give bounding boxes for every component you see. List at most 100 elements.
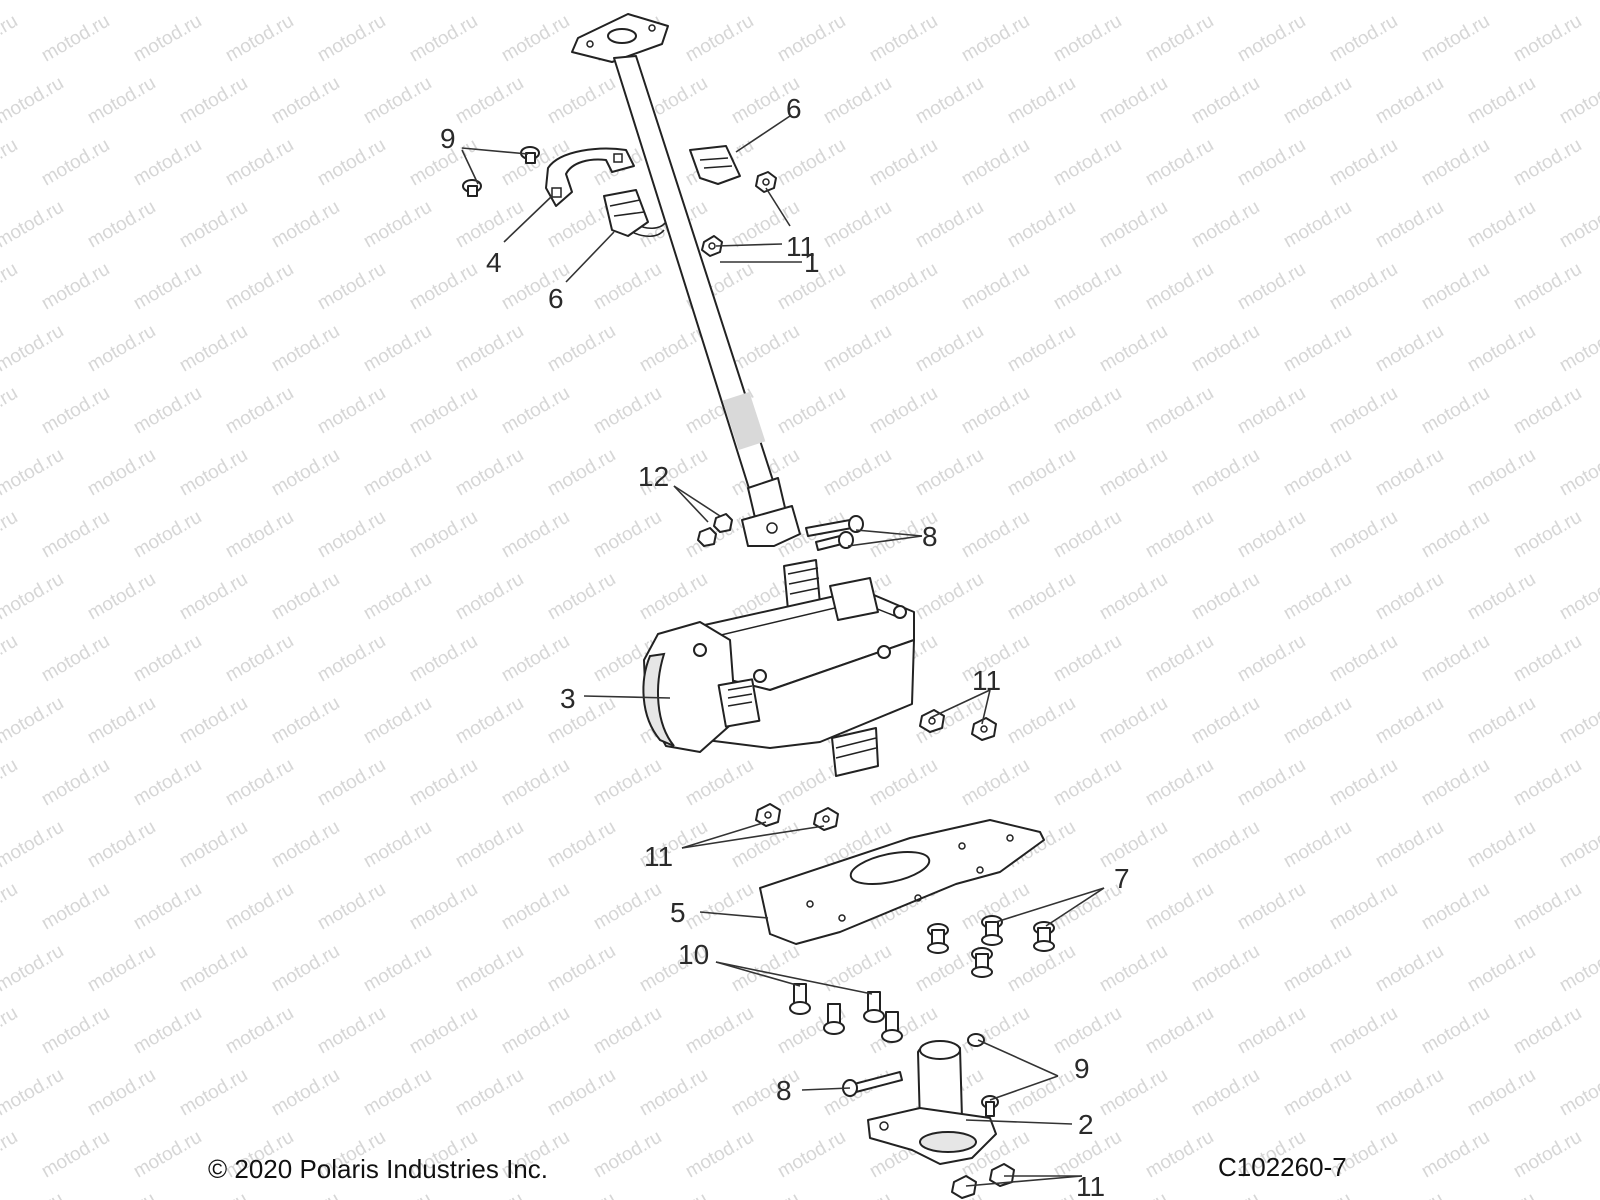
watermark-text: motod.ru [84, 693, 159, 749]
watermark-text: motod.ru [728, 0, 803, 4]
watermark-text: motod.ru [1464, 197, 1539, 253]
watermark-text: motod.ru [268, 693, 343, 749]
watermark-text: motod.ru [268, 445, 343, 501]
watermark-text: motod.ru [130, 1003, 205, 1059]
watermark-text: motod.ru [1464, 817, 1539, 873]
watermark-text: motod.ru [406, 1003, 481, 1059]
watermark-text: motod.ru [498, 11, 573, 67]
callout-9-lower: 9 [1074, 1053, 1090, 1084]
watermark-text: motod.ru [636, 1065, 711, 1121]
watermark-text: motod.ru [1372, 197, 1447, 253]
watermark-text: motod.ru [84, 197, 159, 253]
watermark-text: motod.ru [38, 755, 113, 811]
watermark-text: motod.ru [222, 259, 297, 315]
watermark-text: motod.ru [1050, 383, 1125, 439]
watermark-text: motod.ru [222, 1003, 297, 1059]
callout-6-lower: 6 [548, 283, 564, 314]
watermark-text: motod.ru [544, 1065, 619, 1121]
watermark-text: motod.ru [452, 941, 527, 997]
watermark-text: motod.ru [1280, 693, 1355, 749]
watermark-text: motod.ru [1096, 1189, 1171, 1200]
watermark-text: motod.ru [0, 197, 67, 253]
part-bolt-10b [823, 1003, 845, 1035]
watermark-text: motod.ru [912, 569, 987, 625]
part-nut-11-bottom-b [951, 1175, 977, 1199]
part-bolt-9a [520, 146, 540, 164]
watermark-text: motod.ru [1326, 259, 1401, 315]
watermark-text: motod.ru [0, 383, 21, 439]
watermark-text: motod.ru [866, 11, 941, 67]
watermark-text: motod.ru [360, 817, 435, 873]
watermark-text: motod.ru [1464, 0, 1539, 4]
watermark-text: motod.ru [912, 445, 987, 501]
watermark-text: motod.ru [406, 11, 481, 67]
part-bolt-7a [927, 923, 949, 954]
watermark-text: motod.ru [176, 321, 251, 377]
part-nut-12a [713, 513, 733, 533]
watermark-text: motod.ru [1556, 1189, 1600, 1200]
watermark-text: motod.ru [912, 0, 987, 4]
part-mounting-plate [759, 819, 1045, 945]
watermark-text: motod.ru [406, 383, 481, 439]
part-bolt-10c [863, 991, 885, 1023]
watermark-text: motod.ru [544, 0, 619, 4]
watermark-text: motod.ru [1418, 507, 1493, 563]
part-lower-bracket [867, 1040, 997, 1165]
watermark-text: motod.ru [38, 1127, 113, 1183]
watermark-text: motod.ru [360, 1189, 435, 1200]
watermark-text: motod.ru [222, 755, 297, 811]
watermark-text: motod.ru [314, 383, 389, 439]
watermark-text: motod.ru [544, 941, 619, 997]
part-steering-shaft [571, 13, 801, 547]
watermark-text: motod.ru [314, 879, 389, 935]
watermark-text: motod.ru [1188, 0, 1263, 4]
watermark-text: motod.ru [130, 631, 205, 687]
watermark-text: motod.ru [1372, 1065, 1447, 1121]
part-bushing-upper [689, 145, 741, 185]
watermark-text: motod.ru [682, 1003, 757, 1059]
watermark-text: motod.ru [820, 197, 895, 253]
watermark-text: motod.ru [1556, 941, 1600, 997]
watermark-text: motod.ru [958, 383, 1033, 439]
watermark-text: motod.ru [360, 941, 435, 997]
watermark-text: motod.ru [84, 941, 159, 997]
watermark-text: motod.ru [1464, 569, 1539, 625]
watermark-text: motod.ru [498, 1003, 573, 1059]
watermark-text: motod.ru [1326, 755, 1401, 811]
watermark-text: motod.ru [176, 0, 251, 4]
watermark-text: motod.ru [1280, 73, 1355, 129]
watermark-text: motod.ru [452, 197, 527, 253]
watermark-text: motod.ru [1372, 569, 1447, 625]
watermark-text: motod.ru [1556, 321, 1600, 377]
watermark-text: motod.ru [498, 879, 573, 935]
watermark-text: motod.ru [820, 1189, 895, 1200]
watermark-text: motod.ru [1234, 11, 1309, 67]
watermark-text: motod.ru [1326, 383, 1401, 439]
part-clamp [545, 147, 635, 207]
watermark-text: motod.ru [1280, 1189, 1355, 1200]
watermark-text: motod.ru [1326, 11, 1401, 67]
watermark-text: motod.ru [1004, 321, 1079, 377]
watermark-text: motod.ru [1510, 383, 1585, 439]
watermark-text: motod.ru [636, 1189, 711, 1200]
watermark-text: motod.ru [452, 445, 527, 501]
watermark-text: motod.ru [1096, 817, 1171, 873]
watermark-text: motod.ru [1004, 1065, 1079, 1121]
watermark-text: motod.ru [912, 73, 987, 129]
callout-6-top: 6 [786, 93, 802, 124]
watermark-text: motod.ru [0, 941, 67, 997]
watermark-text: motod.ru [0, 0, 67, 4]
watermark-text: motod.ru [0, 11, 21, 67]
watermark-text: motod.ru [0, 507, 21, 563]
watermark-text: motod.ru [1556, 197, 1600, 253]
watermark-text: motod.ru [958, 135, 1033, 191]
callout-11-plate: 11 [644, 841, 673, 872]
watermark-text: motod.ru [1372, 1189, 1447, 1200]
watermark-text: motod.ru [958, 259, 1033, 315]
watermark-text: motod.ru [590, 879, 665, 935]
watermark-text: motod.ru [1280, 321, 1355, 377]
callout-10: 10 [678, 939, 709, 970]
part-nut-11-plate-a [755, 803, 781, 827]
watermark-text: motod.ru [958, 1003, 1033, 1059]
watermark-text: motod.ru [0, 1189, 67, 1200]
